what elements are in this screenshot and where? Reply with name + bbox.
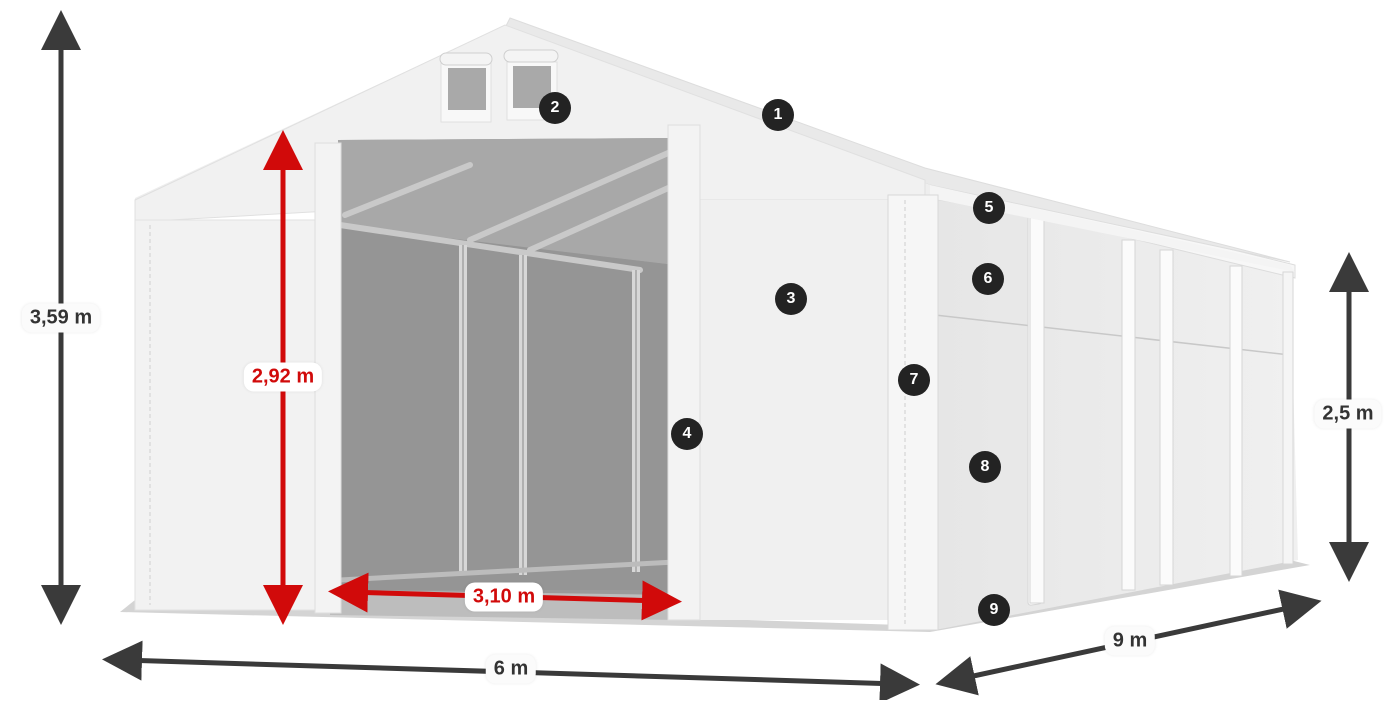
width-label: 6 m (485, 654, 537, 684)
marker-6[interactable]: 6 (972, 263, 1004, 295)
door-width-label: 3,10 m (464, 582, 544, 612)
door-height-label: 2,92 m (243, 362, 323, 392)
door-curtain-right (667, 124, 701, 621)
corner-post (887, 194, 939, 631)
gable-windows (439, 49, 559, 123)
length-label: 9 m (1104, 626, 1156, 656)
marker-7[interactable]: 7 (898, 364, 930, 396)
front-left-wall (134, 219, 316, 611)
door-opening (337, 138, 678, 595)
total-height-label: 3,59 m (21, 303, 101, 333)
marker-1[interactable]: 1 (762, 99, 794, 131)
marker-5[interactable]: 5 (973, 192, 1005, 224)
marker-2[interactable]: 2 (539, 92, 571, 124)
marker-8[interactable]: 8 (969, 451, 1001, 483)
marker-9[interactable]: 9 (978, 594, 1010, 626)
front-right-wall (698, 200, 898, 620)
side-height-label: 2,5 m (1314, 399, 1382, 429)
marker-4[interactable]: 4 (671, 418, 703, 450)
marker-3[interactable]: 3 (775, 283, 807, 315)
